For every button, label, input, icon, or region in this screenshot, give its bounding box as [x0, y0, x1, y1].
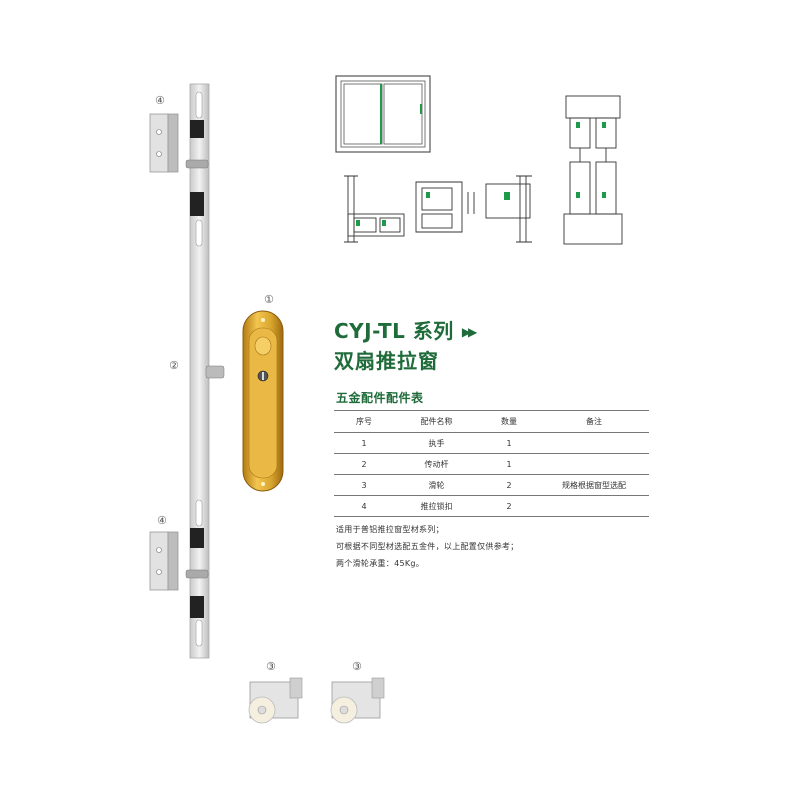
- table-row: 1 执手 1: [334, 432, 649, 454]
- header-index: 序号: [334, 410, 394, 433]
- lock-keeper-image-bottom: [149, 531, 179, 591]
- note-line: 适用于普铝推拉窗型材系列；: [336, 525, 444, 534]
- series-title: CYJ-TL 系列 ▶▶: [334, 315, 478, 344]
- callout-3-right: ③: [352, 660, 362, 673]
- cell-remark: [539, 453, 649, 475]
- vertical-section-diagram: [563, 95, 623, 245]
- table-row: 4 推拉锁扣 2: [334, 495, 649, 517]
- callout-1: ①: [264, 293, 274, 306]
- product-title: 双扇推拉窗: [334, 349, 439, 373]
- roller-image-left: [248, 677, 303, 724]
- table-title: 五金配件配件表: [336, 391, 424, 405]
- window-handle-image: [242, 310, 284, 492]
- cell-index: 2: [334, 453, 394, 475]
- callout-4-bottom: ④: [157, 514, 167, 527]
- cell-remark: [539, 495, 649, 517]
- table-row: 3 滑轮 2 规格根据窗型选配: [334, 474, 649, 496]
- callout-4-top: ④: [155, 94, 165, 107]
- header-quantity: 数量: [479, 410, 539, 433]
- drive-rod-image: [185, 83, 225, 659]
- cell-remark: 规格根据窗型选配: [539, 474, 649, 496]
- table-header-row: 序号 配件名称 数量 备注: [334, 410, 649, 433]
- cell-part-name: 滑轮: [394, 474, 479, 496]
- header-remark: 备注: [539, 410, 649, 433]
- horizontal-section-diagram: [344, 175, 532, 243]
- cell-part-name: 推拉锁扣: [394, 495, 479, 517]
- parts-table: 序号 配件名称 数量 备注 1 执手 1 2 传动杆 1 3 滑轮 2 规格根据…: [334, 410, 649, 517]
- window-elevation-diagram: [335, 75, 431, 153]
- note-line: 可根据不同型材选配五金件，以上配置仅供参考；: [336, 542, 519, 551]
- roller-image-right: [330, 677, 385, 724]
- note-line: 两个滑轮承重：45Kg。: [336, 559, 425, 568]
- table-row: 2 传动杆 1: [334, 453, 649, 475]
- lock-keeper-image-top: [149, 113, 179, 173]
- header-part-name: 配件名称: [394, 410, 479, 433]
- cell-quantity: 2: [479, 495, 539, 517]
- double-arrow-icon: ▶▶: [461, 325, 478, 339]
- cell-index: 1: [334, 432, 394, 454]
- callout-3-left: ③: [266, 660, 276, 673]
- cell-part-name: 执手: [394, 432, 479, 454]
- cell-part-name: 传动杆: [394, 453, 479, 475]
- callout-2: ②: [169, 359, 179, 372]
- cell-remark: [539, 432, 649, 454]
- cell-index: 3: [334, 474, 394, 496]
- cell-quantity: 1: [479, 453, 539, 475]
- cell-quantity: 1: [479, 432, 539, 454]
- cell-index: 4: [334, 495, 394, 517]
- cell-quantity: 2: [479, 474, 539, 496]
- series-title-text: CYJ-TL 系列: [334, 319, 454, 343]
